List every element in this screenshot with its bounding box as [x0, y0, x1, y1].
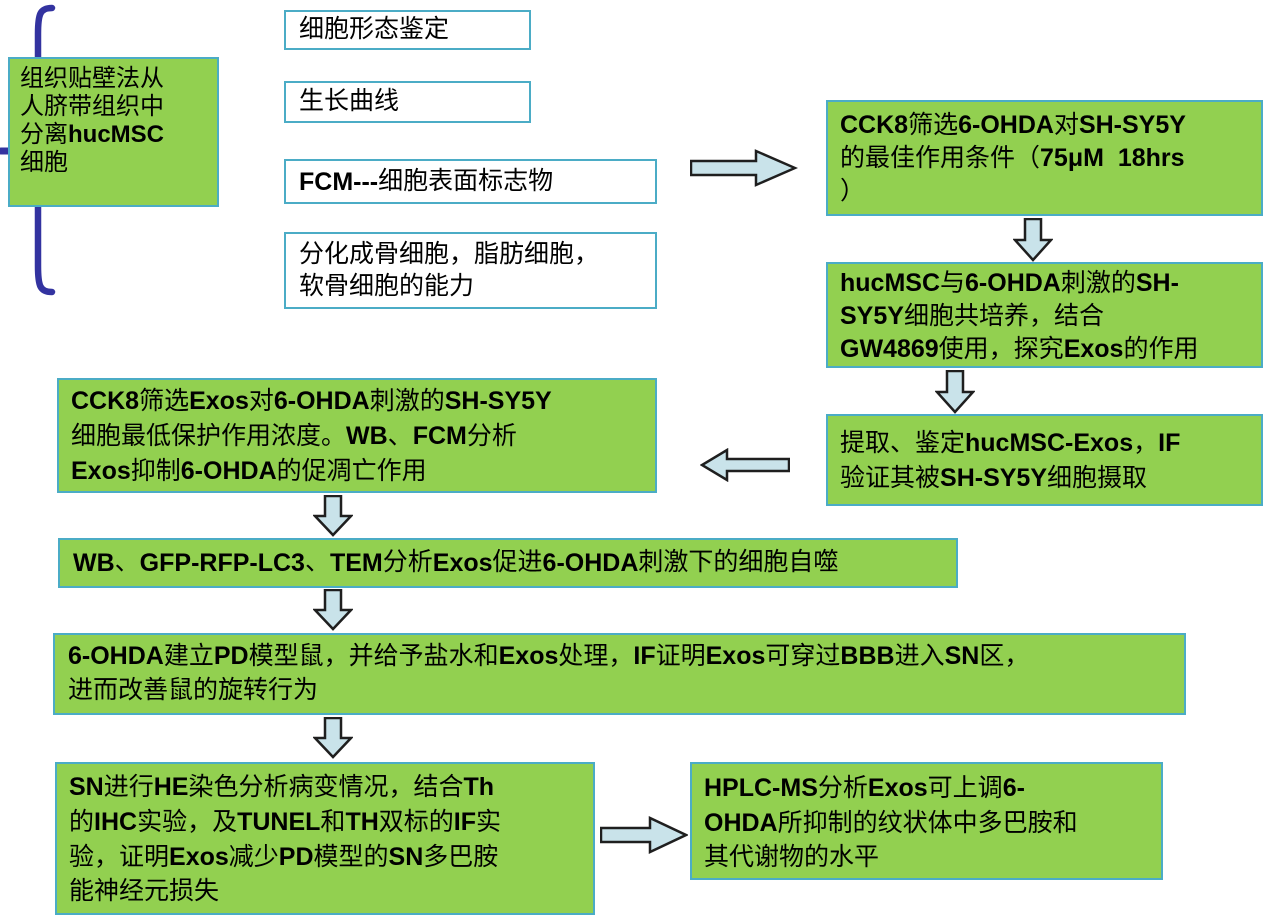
arrow-right-icon — [690, 149, 798, 187]
arrow-left-icon — [700, 448, 790, 482]
exos-concentration-box: CCK8筛选Exos对6-OHDA刺激的SH-SY5Y 细胞最低保护作用浓度。W… — [57, 378, 657, 493]
hplc-analysis-box: HPLC-MS分析Exos可上调6- OHDA所抑制的纹状体中多巴胺和 其代谢物… — [690, 762, 1163, 880]
growth-curve-box: 生长曲线 — [284, 81, 531, 123]
coculture-box: hucMSC与6-OHDA刺激的SH- SY5Y细胞共培养，结合 GW4869使… — [826, 262, 1263, 368]
pd-model-box: 6-OHDA建立PD模型鼠，并给予盐水和Exos处理，IF证明Exos可穿过BB… — [53, 633, 1186, 715]
morphology-box: 细胞形态鉴定 — [284, 10, 531, 50]
sn-histology-box: SN进行HE染色分析病变情况，结合Th 的IHC实验，及TUNEL和TH双标的I… — [55, 762, 595, 915]
exosome-extraction-box: 提取、鉴定hucMSC-Exos，IF 验证其被SH-SY5Y细胞摄取 — [826, 414, 1263, 506]
arrow-down-icon — [935, 370, 975, 414]
cck8-condition-box: CCK8筛选6-OHDA对SH-SY5Y 的最佳作用条件（75μM 18hrs … — [826, 100, 1263, 216]
arrow-down-icon — [313, 717, 353, 759]
arrow-down-icon — [313, 495, 353, 537]
differentiation-box: 分化成骨细胞，脂肪细胞， 软骨细胞的能力 — [284, 232, 657, 309]
arrow-down-icon — [313, 589, 353, 631]
source-box: 组织贴壁法从 人脐带组织中 分离hucMSC 细胞 — [8, 57, 219, 207]
arrow-right-icon — [600, 816, 688, 854]
fcm-markers-box: FCM---细胞表面标志物 — [284, 159, 657, 204]
arrow-down-icon — [1013, 218, 1053, 262]
